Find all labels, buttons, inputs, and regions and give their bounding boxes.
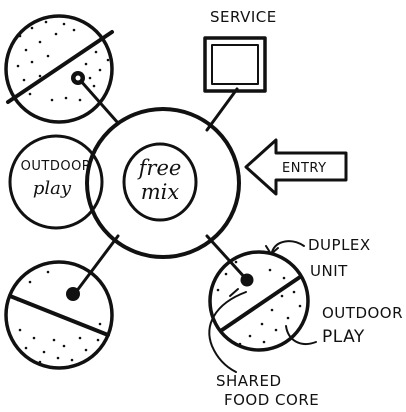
entry-arrow: ENTRY	[244, 138, 348, 196]
duplex-unit-label-line2: UNIT	[310, 262, 348, 280]
shared-food-core-label-line1: SHARED	[216, 372, 282, 390]
dotted-fill-bottom-right	[216, 260, 302, 346]
connector-bottom-right	[205, 234, 249, 282]
connector-service	[205, 87, 239, 132]
shared-food-core-leader	[208, 291, 247, 373]
unit-bottom-right-core-dot	[240, 273, 254, 287]
free-mix-label-line1: free	[137, 156, 182, 180]
service-inner-square	[211, 44, 259, 85]
unit-bottom-right-core-tick	[229, 288, 239, 297]
duplex-unit-leader	[271, 240, 305, 253]
unit-bottom-left-core-dot	[66, 287, 80, 301]
unit-bottom-left-divider	[8, 294, 110, 337]
connector-bottom-left	[74, 234, 120, 294]
outdoor-play-right-label-line1: OUTDOOR	[322, 304, 403, 322]
unit-top-left	[4, 14, 114, 124]
service-label: SERVICE	[210, 8, 277, 26]
service-node: SERVICE	[203, 8, 277, 93]
entry-arrow-shape	[244, 138, 348, 196]
unit-bottom-right-divider	[220, 275, 302, 332]
outdoor-play-left-circle	[8, 134, 104, 230]
free-mix-outer-ring	[85, 107, 241, 259]
dotted-fill-top-left	[16, 20, 110, 102]
unit-bottom-right-circle	[208, 250, 310, 352]
shared-food-core-annotation: SHARED FOOD CORE	[208, 291, 319, 409]
unit-bottom-right	[208, 250, 310, 352]
outdoor-play-left-label-line2: play	[33, 178, 72, 199]
outdoor-play-right-leader	[285, 325, 317, 345]
unit-bottom-left	[4, 260, 114, 370]
unit-top-left-circle	[4, 14, 114, 124]
duplex-unit-label-line1: DUPLEX	[308, 236, 371, 254]
outdoor-play-right-label-line2: PLAY	[322, 327, 365, 347]
free-mix-node: free mix	[85, 107, 241, 259]
shared-food-core-label-line2: FOOD CORE	[224, 391, 319, 409]
unit-top-left-core-dot-highlight	[75, 75, 81, 81]
duplex-unit-leader-arrowhead	[265, 245, 279, 255]
duplex-unit-annotation: DUPLEX UNIT	[265, 236, 371, 280]
unit-top-left-divider	[6, 30, 114, 104]
unit-bottom-left-circle	[4, 260, 114, 370]
service-outer-square	[203, 36, 267, 93]
free-mix-label-line2: mix	[141, 180, 180, 204]
outdoor-play-left-node: OUTDOOR play	[8, 134, 104, 230]
outdoor-play-right-annotation: OUTDOOR PLAY	[285, 304, 403, 347]
free-mix-inner-ring	[122, 142, 198, 222]
entry-label: ENTRY	[282, 161, 327, 176]
outdoor-play-left-label-line1: OUTDOOR	[21, 159, 92, 174]
